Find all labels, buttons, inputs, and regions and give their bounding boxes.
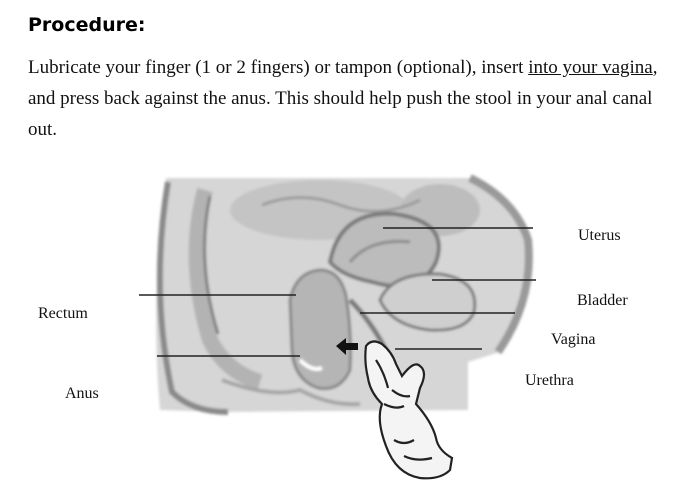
label-anus: Anus bbox=[65, 385, 99, 402]
hand-icon bbox=[364, 340, 454, 480]
procedure-text: Lubricate your finger (1 or 2 fingers) o… bbox=[28, 52, 668, 145]
push-arrow-icon bbox=[336, 338, 358, 355]
procedure-text-part2: , and press back against the anus. This … bbox=[28, 57, 658, 140]
pelvis-illustration bbox=[156, 174, 533, 415]
procedure-heading: Procedure: bbox=[28, 14, 146, 36]
label-vagina: Vagina bbox=[551, 331, 596, 348]
label-bladder: Bladder bbox=[577, 292, 628, 309]
procedure-text-underlined: into your vagina bbox=[528, 57, 653, 78]
label-uterus: Uterus bbox=[578, 227, 621, 244]
label-urethra: Urethra bbox=[525, 372, 574, 389]
procedure-text-part1: Lubricate your finger (1 or 2 fingers) o… bbox=[28, 57, 529, 78]
label-rectum: Rectum bbox=[38, 305, 88, 322]
